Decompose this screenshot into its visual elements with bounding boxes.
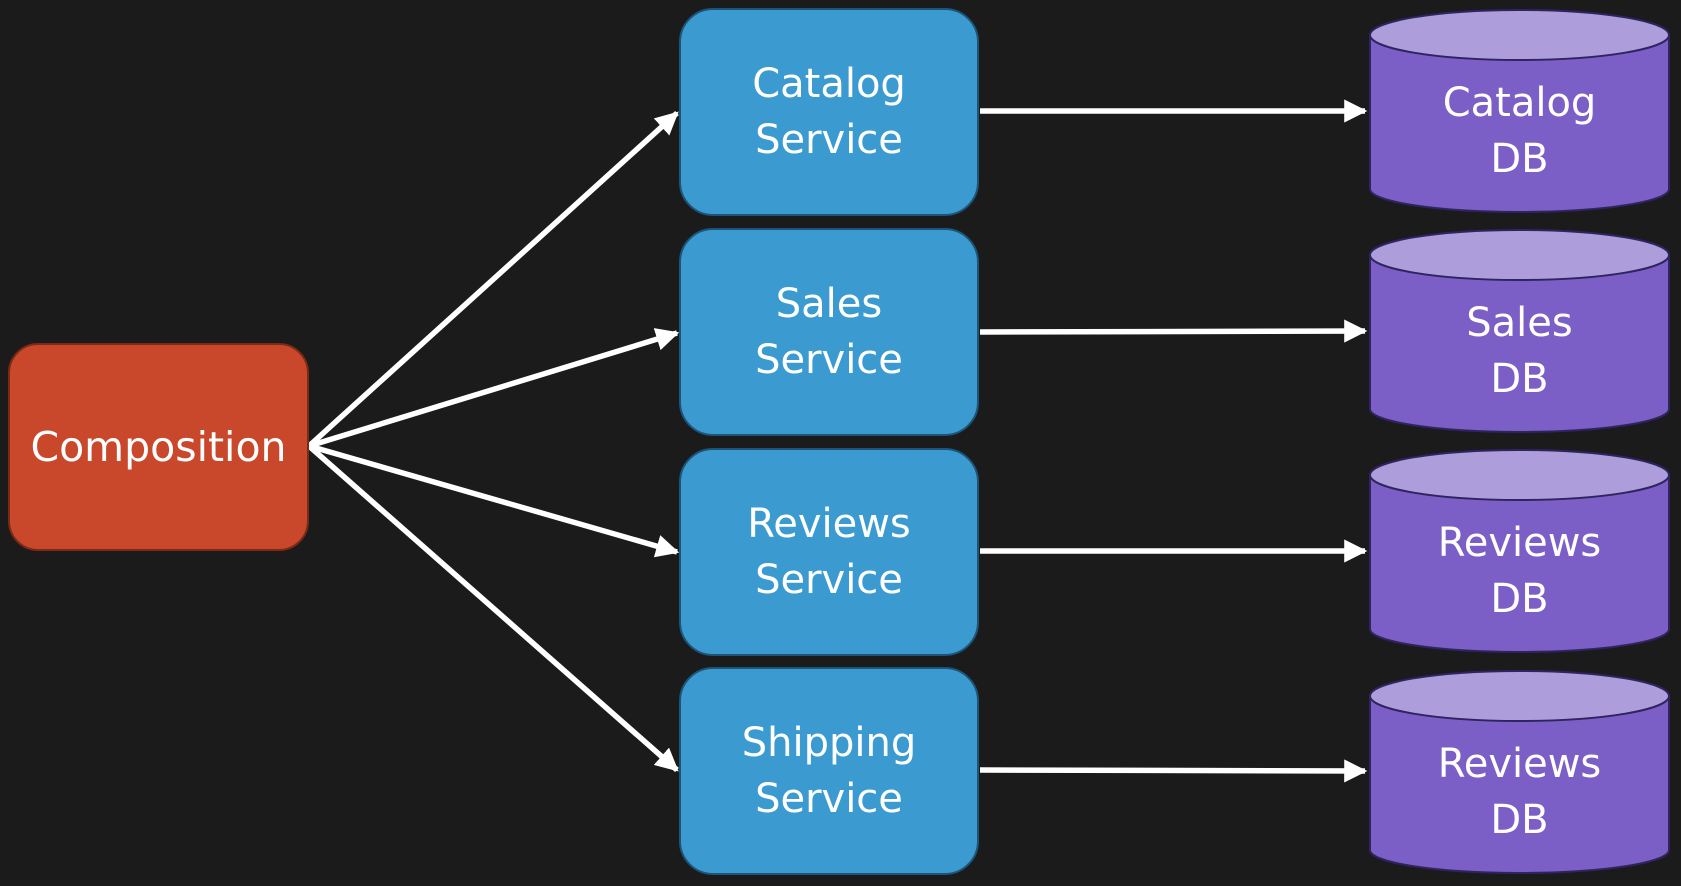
database-icon — [1369, 670, 1670, 874]
catalog-service-box: Catalog Service — [679, 8, 979, 216]
database-icon — [1369, 229, 1670, 433]
service-label-line1: Sales — [775, 281, 883, 327]
service-label-line2: Service — [755, 117, 903, 163]
db-label-line1: Catalog — [1442, 80, 1597, 126]
arrow-composition-to-sales-service — [308, 328, 680, 449]
arrow-shipping-service-to-reviews-db — [979, 759, 1368, 783]
service-label-line1: Shipping — [741, 720, 917, 766]
composition-label: Composition — [30, 423, 287, 471]
db-label-line1: Sales — [1466, 300, 1573, 346]
arrow-composition-to-reviews-service — [308, 443, 680, 558]
sales-service-box: Sales Service — [679, 228, 979, 436]
db-label-line2: DB — [1490, 576, 1549, 622]
service-label-line2: Service — [755, 776, 903, 822]
service-label-line2: Service — [755, 557, 903, 603]
db-label-line1: Reviews — [1437, 520, 1602, 566]
arrow-composition-to-catalog-service — [307, 110, 679, 449]
composition-box: Composition — [8, 343, 309, 551]
reviews-service-box: Reviews Service — [679, 448, 979, 656]
db-label-line1: Reviews — [1437, 741, 1602, 787]
reviews-db-cylinder: Reviews DB — [1367, 446, 1672, 658]
sales-db-cylinder: Sales DB — [1367, 226, 1672, 438]
db-label-line2: DB — [1490, 356, 1549, 402]
database-icon — [1369, 449, 1670, 653]
database-icon — [1369, 9, 1670, 213]
shipping-service-box: Shipping Service — [679, 667, 979, 875]
db-label-line2: DB — [1490, 797, 1549, 843]
service-label-line1: Catalog — [752, 61, 906, 107]
arrow-composition-to-shipping-service — [307, 443, 679, 773]
arrow-sales-service-to-sales-db — [979, 319, 1368, 343]
service-label-line2: Service — [755, 337, 903, 383]
service-label-line1: Reviews — [747, 501, 911, 547]
db-label-line2: DB — [1490, 136, 1549, 182]
shipping-db-cylinder: Reviews DB — [1367, 667, 1672, 879]
catalog-db-cylinder: Catalog DB — [1367, 6, 1672, 218]
